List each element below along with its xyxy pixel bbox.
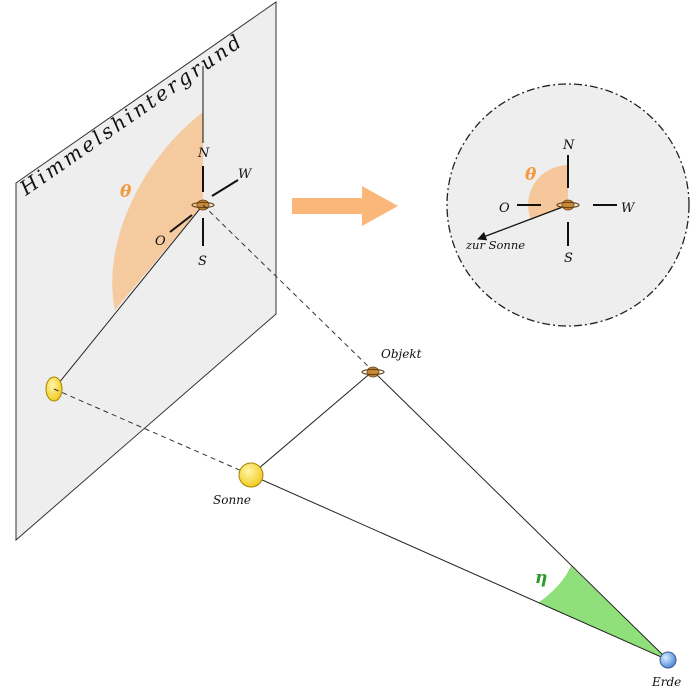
compass-inset <box>517 155 617 246</box>
sun-object-line <box>250 370 374 476</box>
arrow-icon <box>292 186 398 226</box>
compass-inset-o: O <box>499 201 510 216</box>
compass-main-w: W <box>238 167 253 182</box>
eta-sector <box>538 566 668 660</box>
object-projection-dashed <box>202 204 374 372</box>
compass-main <box>169 66 239 246</box>
earth-icon <box>659 651 677 669</box>
theta-label-main: θ <box>120 182 132 202</box>
eta-label: η <box>535 568 547 588</box>
theta-sector-main <box>112 112 203 310</box>
object-earth-line <box>372 370 669 661</box>
compass-main-s: S <box>198 254 207 269</box>
sun-label: Sonne <box>213 493 251 507</box>
compass-main-n: N <box>197 146 210 161</box>
theta-label-inset: θ <box>525 165 537 185</box>
compass-inset-w: W <box>621 201 636 216</box>
sun-icon <box>238 462 264 488</box>
planet-icon-inset <box>556 199 580 211</box>
compass-east-tick <box>169 214 193 233</box>
earth-label: Erde <box>651 675 681 689</box>
sun-projection-line <box>53 204 204 390</box>
planet-icon-object <box>361 366 385 378</box>
to-sun-arrow <box>477 204 569 241</box>
object-label: Objekt <box>381 347 422 361</box>
to-sun-label: zur Sonne <box>465 238 525 252</box>
sun-earth-line <box>250 474 669 661</box>
compass-west-tick <box>211 179 239 197</box>
compass-main-o: O <box>155 234 166 249</box>
compass-inset-s: S <box>564 251 573 266</box>
compass-inset-n: N <box>562 138 575 153</box>
